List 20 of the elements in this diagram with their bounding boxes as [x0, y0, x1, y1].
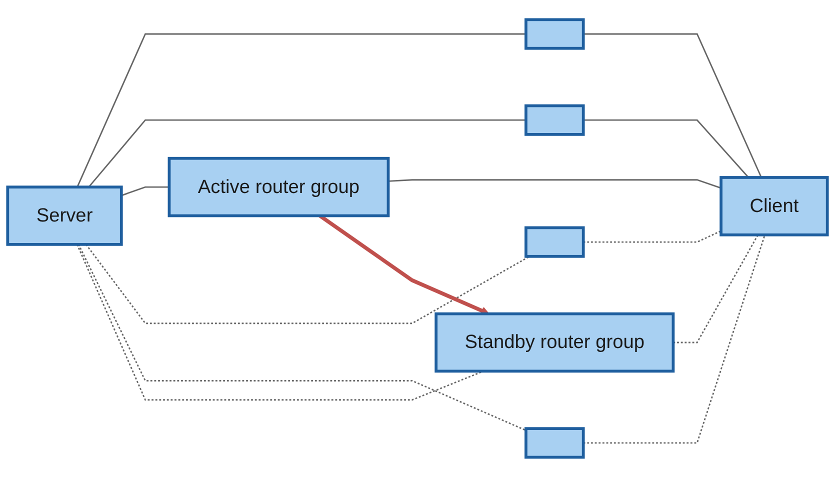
node-box: Standby router group: [434, 312, 675, 373]
connector: [583, 33, 762, 178]
connector: [88, 119, 526, 188]
node-box: Client: [720, 176, 829, 236]
connector: [121, 186, 170, 196]
node-box: [524, 104, 585, 136]
node-box: [524, 226, 585, 258]
node-box: [524, 427, 585, 459]
connector: [76, 33, 526, 188]
arrow: [318, 214, 490, 315]
connector: [583, 119, 750, 178]
connector: [76, 244, 484, 401]
connector: [388, 179, 722, 189]
connector: [78, 244, 526, 432]
connector: [86, 244, 530, 324]
node-box: [524, 18, 585, 50]
node-box: Server: [6, 186, 123, 246]
connector: [583, 230, 722, 243]
connector: [673, 234, 759, 344]
node-box: Active router group: [168, 156, 390, 218]
